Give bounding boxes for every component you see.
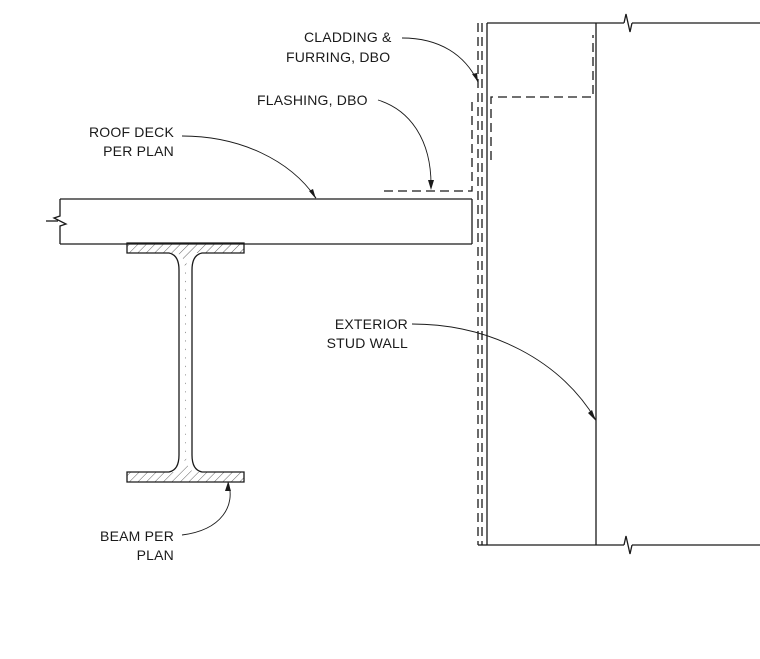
leader-exterior-wall (411, 323, 597, 421)
label-cladding-line1: CLADDING & (304, 29, 392, 45)
label-roof-deck-line2: PER PLAN (103, 143, 174, 159)
label-beam-line2: PLAN (137, 547, 174, 563)
label-roof-deck-line1: ROOF DECK (89, 124, 174, 140)
roof-deck (46, 198, 473, 245)
label-exterior-line2: STUD WALL (327, 335, 408, 351)
flashing (384, 35, 594, 192)
exterior-stud-wall (486, 13, 760, 555)
cladding-furring (477, 23, 487, 546)
steel-beam (126, 242, 245, 483)
leader-beam (181, 481, 231, 536)
label-exterior-line1: EXTERIOR (335, 316, 408, 332)
label-flashing: FLASHING, DBO (257, 92, 368, 108)
leader-flashing (377, 99, 434, 190)
label-cladding-line2: FURRING, DBO (286, 49, 390, 65)
label-beam-line1: BEAM PER (100, 528, 174, 544)
leader-cladding (401, 37, 479, 83)
leader-roof-deck (181, 135, 317, 199)
